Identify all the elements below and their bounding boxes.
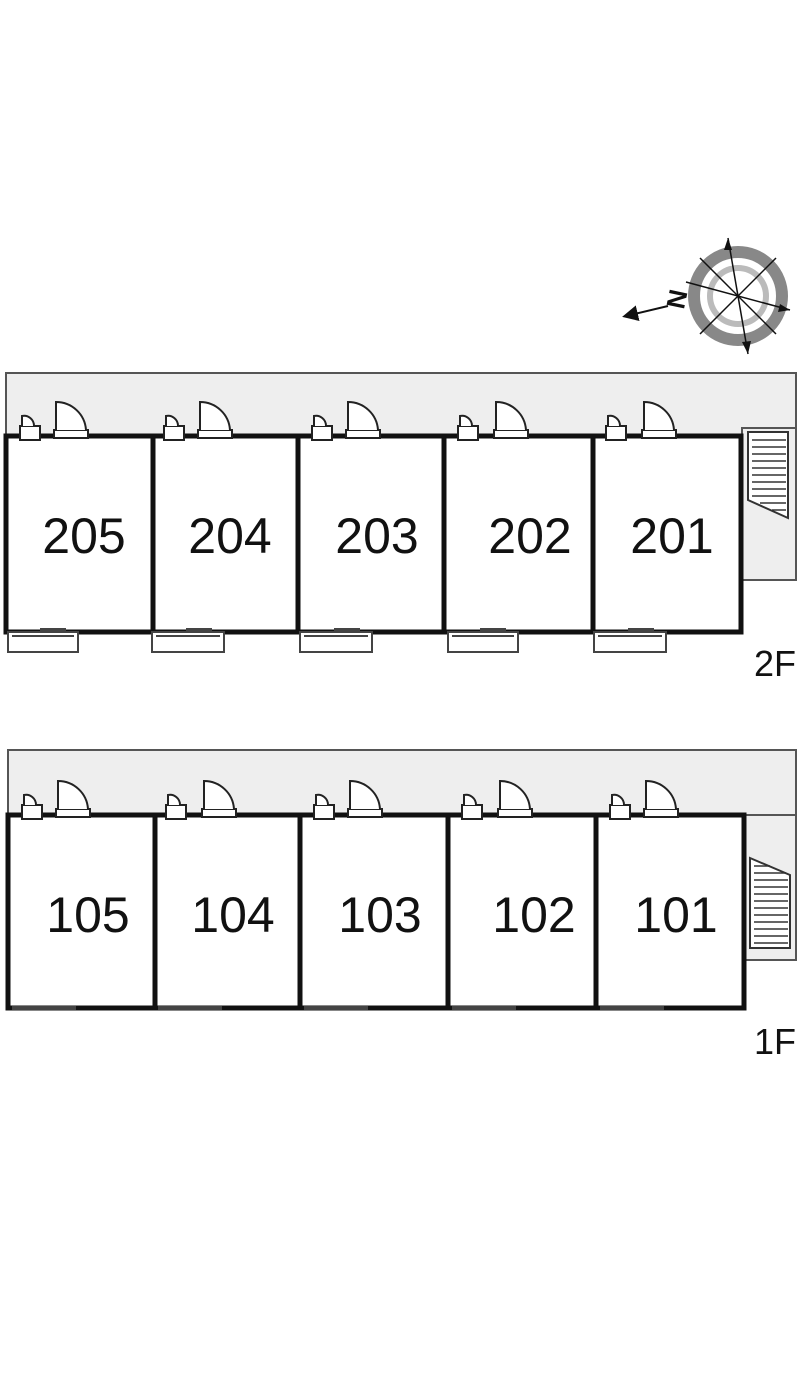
door-104 [165, 779, 237, 820]
staircase [747, 431, 789, 520]
unit-number-204: 204 [188, 508, 271, 564]
balcony-201 [593, 628, 667, 653]
door-201 [605, 400, 677, 441]
unit-number-203: 203 [335, 508, 418, 564]
balcony-203 [299, 628, 373, 653]
compass: N [622, 237, 791, 355]
door-205 [19, 400, 89, 441]
unit-105-room [5, 812, 158, 1011]
door-203 [311, 400, 381, 441]
balcony-205 [7, 628, 79, 653]
unit-204-room [150, 433, 301, 635]
unit-205-room [3, 433, 156, 635]
door-105 [21, 779, 91, 820]
unit-number-101: 101 [634, 887, 717, 943]
corridor [5, 372, 797, 437]
door-103 [313, 779, 383, 820]
door-202 [457, 400, 529, 441]
floor-label-2f: 2F [754, 643, 796, 684]
door-101 [609, 779, 679, 820]
unit-number-201: 201 [630, 508, 713, 564]
floor-2f: 205 204 203 202 201 2F [3, 372, 797, 684]
unit-203-room [295, 433, 447, 635]
balcony-202 [447, 628, 519, 653]
floor-1f: 105 104 103 102 101 1F [5, 749, 797, 1062]
north-arrow [622, 305, 669, 322]
floor-label-1f: 1F [754, 1021, 796, 1062]
compass-inner-ring [707, 265, 769, 327]
unit-number-205: 205 [42, 508, 125, 564]
unit-number-102: 102 [492, 887, 575, 943]
balcony-204 [151, 628, 225, 653]
staircase [749, 856, 791, 949]
unit-number-104: 104 [191, 887, 274, 943]
unit-number-105: 105 [46, 887, 129, 943]
unit-number-202: 202 [488, 508, 571, 564]
unit-number-103: 103 [338, 887, 421, 943]
corridor [7, 749, 797, 816]
door-204 [163, 400, 233, 441]
unit-102-room [445, 812, 599, 1011]
door-102 [461, 779, 533, 820]
compass-outer-ring [688, 246, 788, 346]
unit-201-room [590, 433, 744, 635]
